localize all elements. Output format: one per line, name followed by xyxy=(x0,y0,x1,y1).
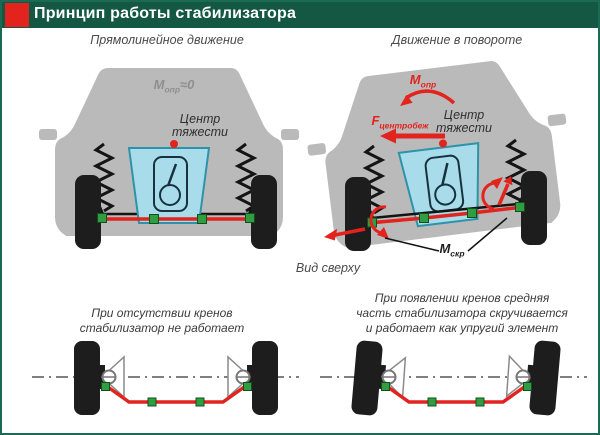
top-view-no-roll xyxy=(32,341,299,415)
stabilizer-mount xyxy=(197,214,207,224)
top-view-title: Вид сверху xyxy=(295,261,361,275)
caption-line: стабилизатор не работает xyxy=(79,321,245,335)
stabilizer-mount xyxy=(97,213,107,223)
torsion-arrowhead-left xyxy=(377,227,389,239)
stabilizer-bar-twisted xyxy=(368,205,524,225)
cog-label-left: Центр тяжести xyxy=(160,113,240,139)
roll-moment-arc xyxy=(405,89,456,105)
cog-line2: тяжести xyxy=(172,125,228,139)
force-arrow-right xyxy=(497,183,510,206)
label-sub: опр xyxy=(420,79,437,90)
stabilizer-mount xyxy=(243,382,252,391)
caption-no-roll: При отсутствии кренов стабилизатор не ра… xyxy=(57,306,267,336)
stabilizer-bar-top xyxy=(103,383,249,404)
stabilizer-mount xyxy=(467,208,477,218)
section-title-turn: Движение в повороте xyxy=(391,33,523,47)
force-arrow-left xyxy=(334,227,366,237)
cog-label-right: Центр тяжести xyxy=(424,109,504,135)
cog-line1: Центр xyxy=(443,108,485,122)
label-sub: скр xyxy=(450,248,465,259)
centrifugal-force-arrowhead xyxy=(380,128,396,144)
callout-line xyxy=(467,217,508,252)
label-base: M xyxy=(439,241,451,256)
label-base: F xyxy=(371,113,380,128)
label-base: M xyxy=(153,77,165,92)
car-front-straight xyxy=(39,68,299,249)
stabilizer-mount xyxy=(381,382,390,391)
force-arrowhead-left xyxy=(324,228,338,241)
label-base: M xyxy=(409,72,421,87)
force-arrowhead-right xyxy=(503,176,513,186)
stabilizer-mount xyxy=(101,382,110,391)
torsion-arrowhead-right xyxy=(491,177,503,189)
caption-line: При появлении кренов средняя xyxy=(374,291,550,305)
stabilizer-mount xyxy=(245,213,255,223)
stabilizer-mount xyxy=(419,213,429,223)
roll-moment-arrowhead xyxy=(400,94,413,106)
torsion-arrow-left xyxy=(369,205,387,235)
section-title-straight: Прямолинейное движение xyxy=(90,33,244,47)
axle-beam xyxy=(371,202,519,220)
red-accent-square xyxy=(5,3,29,27)
label-sub: центробеж xyxy=(379,120,429,131)
header-bar: Принцип работы стабилизатора xyxy=(2,2,598,28)
stabilizer-mount xyxy=(515,202,525,212)
stabilizer-mount xyxy=(427,397,437,407)
cog-line1: Центр xyxy=(179,112,221,126)
stabilizer-mount xyxy=(149,214,159,224)
caption-line: и работает как упругий элемент xyxy=(365,321,559,335)
label-twist-moment: Mскр xyxy=(430,242,474,261)
stabilizer-mount xyxy=(475,397,485,407)
caption-line: При отсутствии кренов xyxy=(91,306,233,320)
callout-line xyxy=(384,237,440,252)
cog-line2: тяжести xyxy=(436,121,492,135)
caption-line: часть стабилизатора скручивается xyxy=(356,306,568,320)
label-suffix: ≈0 xyxy=(180,77,195,92)
stabilizer-mount xyxy=(523,382,532,391)
page-title: Принцип работы стабилизатора xyxy=(34,5,297,22)
stabilizer-mount xyxy=(195,397,205,407)
label-moment-zero: Mопр≈0 xyxy=(134,78,214,97)
label-roll-moment: Mопр xyxy=(401,73,445,92)
caption-roll: При появлении кренов средняя часть стаби… xyxy=(332,291,592,336)
car-front-cornering xyxy=(299,52,579,252)
label-sub: опр xyxy=(164,84,181,95)
stabilizer-mount xyxy=(147,397,157,407)
stabilizer-bar-top xyxy=(383,383,529,404)
top-view-roll xyxy=(320,340,587,416)
label-centrifugal-force: Fцентробеж xyxy=(360,114,440,133)
